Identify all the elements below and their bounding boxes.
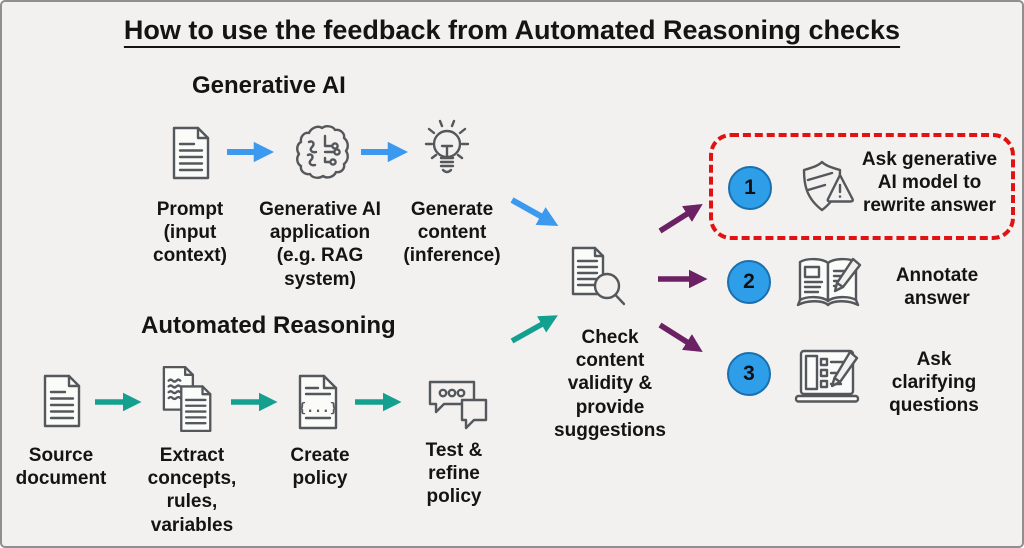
chat-bubbles-icon xyxy=(422,378,488,430)
step-number-2: 2 xyxy=(743,270,755,293)
document-icon xyxy=(170,126,212,180)
step-number-3: 3 xyxy=(743,362,755,385)
svg-text:{...}: {...} xyxy=(298,401,337,416)
check-node-label: Check content validity & provide suggest… xyxy=(554,327,666,441)
step-number-badge: 2 xyxy=(727,260,771,304)
step-label-genai-application: Generative AI application (e.g. RAG syst… xyxy=(259,199,381,290)
book-pencil-icon xyxy=(793,255,863,313)
outcome-label-rewrite: Ask generative AI model to rewrite answe… xyxy=(861,149,998,217)
brain-circuit-icon xyxy=(295,124,349,180)
arrow-ar-3 xyxy=(352,392,414,412)
step-number-badge: 1 xyxy=(728,166,772,210)
step-number-1: 1 xyxy=(744,176,756,199)
highlighted-outcome-box xyxy=(709,133,1015,240)
arrow-gen-2 xyxy=(358,141,420,163)
step-label-source-document: Source document xyxy=(15,445,107,490)
automated-reasoning-heading: Automated Reasoning xyxy=(141,312,396,339)
step-label-test-refine: Test & refine policy xyxy=(425,440,483,508)
arrow-gen-1 xyxy=(224,141,286,163)
step-label-generate-content: Generate content (inference) xyxy=(403,199,501,267)
document-magnifier-icon xyxy=(569,246,627,312)
document-icon xyxy=(41,374,83,428)
step-number-badge: 3 xyxy=(727,352,771,396)
arrow-to-outcome-1 xyxy=(654,198,714,238)
arrow-ar-1 xyxy=(92,392,154,412)
shield-alert-icon xyxy=(798,158,854,216)
documents-stack-icon xyxy=(160,365,218,433)
arrow-to-outcome-3 xyxy=(654,318,714,360)
generative-ai-heading: Generative AI xyxy=(192,72,346,99)
arrow-to-outcome-2 xyxy=(654,269,718,289)
outcome-label-annotate: Annotate answer xyxy=(895,265,979,310)
step-label-extract: Extract concepts, rules, variables xyxy=(147,445,237,536)
arrow-gen-to-check xyxy=(507,194,571,238)
laptop-checklist-pencil-icon xyxy=(790,347,862,409)
arrow-ar-to-check xyxy=(507,307,571,349)
policy-document-icon: {...} xyxy=(296,374,340,430)
lightbulb-icon xyxy=(416,114,478,182)
outcome-label-clarify: Ask clarifying questions xyxy=(889,349,979,417)
arrow-ar-2 xyxy=(228,392,290,412)
step-label-create-policy: Create policy xyxy=(290,445,350,490)
step-label-prompt: Prompt (input context) xyxy=(153,199,227,267)
page-title: How to use the feedback from Automated R… xyxy=(123,15,901,45)
